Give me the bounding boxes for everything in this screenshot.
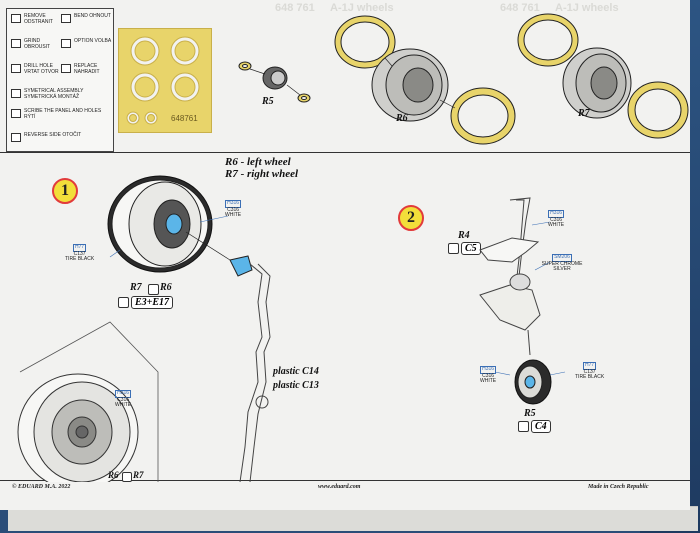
step1-paint-tire-black: H77 C137 TIRE BLACK [65, 244, 94, 263]
step1-paint-white: H316 C316 WHITE [225, 200, 241, 219]
plastic-c14-label: plastic C14 [273, 366, 319, 377]
ghost-text-b: A-1J wheels [330, 2, 394, 14]
symbol-legend: REMOVE ODSTRANIT BEND OHNOUT GRIND OBROU… [6, 8, 114, 152]
symmetrical-icon [11, 89, 21, 98]
photo-etch-fret: 648761 [118, 28, 212, 133]
step-1-number: 1 [61, 182, 69, 199]
top-parts-diagram [238, 13, 689, 145]
step2-paint-chrome: SM206 SUPER CHROME SILVER [540, 254, 584, 273]
footer-copyright: © EDUARD M.A. 2022 [12, 484, 71, 490]
step-2-badge: 2 [398, 205, 424, 231]
inset-label-r6: R6 [108, 470, 119, 480]
step1-label-r6: R6 [160, 282, 172, 293]
legend-item: SYMETRICAL ASSEMBLY SYMETRICKÁ MONTÁŽ [11, 88, 104, 100]
replace-icon [61, 64, 71, 73]
ghost-text-d: A-1J wheels [555, 2, 619, 14]
step2-wheel-paint-white: H316 C316 WHITE [480, 366, 496, 385]
inset-label-r7: R7 [133, 470, 144, 480]
step1-label-r7: R7 [130, 282, 142, 293]
paint-name-tire-black: TIRE BLACK [65, 256, 95, 262]
plastic-c13-label: plastic C13 [273, 380, 319, 391]
drill-hole-icon [11, 64, 21, 73]
reverse-icon [11, 133, 21, 142]
r7-wheel-drawing [517, 13, 689, 139]
inset-paint-white: H316 C316 WHITE [115, 390, 131, 409]
section-divider [0, 152, 690, 153]
option-icon [448, 243, 459, 254]
step2-paint-white: H316 C316 WHITE [548, 210, 564, 229]
legend-item: SCRIBE THE PANEL AND HOLES RÝTÍ [11, 108, 104, 120]
option-icon [518, 421, 529, 432]
step1-title-left: R6 - left wheel [225, 156, 291, 168]
footer-made-in: Made in Czech Republic [588, 484, 649, 490]
legend-item: REPLACE NAHRADIT [61, 63, 114, 75]
footer-divider [0, 480, 690, 481]
step-1-badge: 1 [52, 178, 78, 204]
remove-icon [11, 14, 21, 23]
step2-diagram [479, 197, 566, 405]
paint-name-white: WHITE [548, 222, 565, 228]
paint-code-c316: C316 [117, 396, 130, 403]
paint-code-c316: C316 [227, 206, 240, 213]
legend-item: BEND OHNOUT [61, 13, 114, 23]
legend-item: REMOVE ODSTRANIT [11, 13, 64, 25]
paint-code-c316: C316 [550, 216, 563, 223]
fret-code: 648761 [171, 114, 198, 123]
instruction-sheet: 648 761 A-1J wheels 648 761 A-1J wheels … [0, 0, 690, 510]
step2-label-r5: R5 [524, 408, 536, 419]
step2-part-c4: C4 [518, 420, 551, 433]
paint-name-tire-black: TIRE BLACK [575, 374, 605, 380]
fret-rings [126, 36, 200, 125]
step1-diagram [17, 175, 271, 482]
paint-name-super-chrome-silver: SUPER CHROME SILVER [541, 260, 583, 272]
top-label-r5: R5 [262, 96, 274, 107]
paint-code-c137: C137 [73, 250, 86, 257]
grind-icon [11, 39, 21, 48]
paint-name-white: WHITE [480, 378, 497, 384]
r5-wheel-drawing [238, 61, 311, 103]
r6-wheel-drawing [334, 15, 516, 145]
option-icon [148, 284, 159, 295]
legend-item: REVERSE SIDE OTOČIT [11, 132, 104, 142]
step-2-number: 2 [407, 209, 415, 226]
paint-code-c137: C137 [583, 368, 596, 375]
step2-part-c5: C5 [448, 242, 481, 255]
step2-wheel-paint-tire-black: H77 C137 TIRE BLACK [575, 362, 604, 381]
decal-part: E3+E17 [118, 296, 174, 309]
footer-url: www.eduard.com [318, 484, 361, 490]
top-label-r6: R6 [396, 113, 408, 124]
decal-icon [118, 297, 129, 308]
step1-title-right: R7 - right wheel [225, 168, 299, 180]
ghost-text-a: 648 761 [275, 2, 315, 14]
step2-label-r4: R4 [458, 230, 470, 241]
bend-icon [61, 14, 71, 23]
legend-item: OPTION VOLBA [61, 38, 114, 48]
paint-name-white: WHITE [115, 402, 132, 408]
legend-item: DRILL HOLE VRTAT OTVOR [11, 63, 64, 75]
option-icon [122, 472, 132, 482]
option-icon [61, 39, 71, 48]
top-label-r7: R7 [578, 108, 590, 119]
paint-name-white: WHITE [225, 212, 242, 218]
scribe-icon [11, 109, 21, 118]
ghost-text-c: 648 761 [500, 2, 540, 14]
legend-item: GRIND OBROUSIT [11, 38, 64, 50]
paint-code-c316: C316 [482, 372, 495, 379]
